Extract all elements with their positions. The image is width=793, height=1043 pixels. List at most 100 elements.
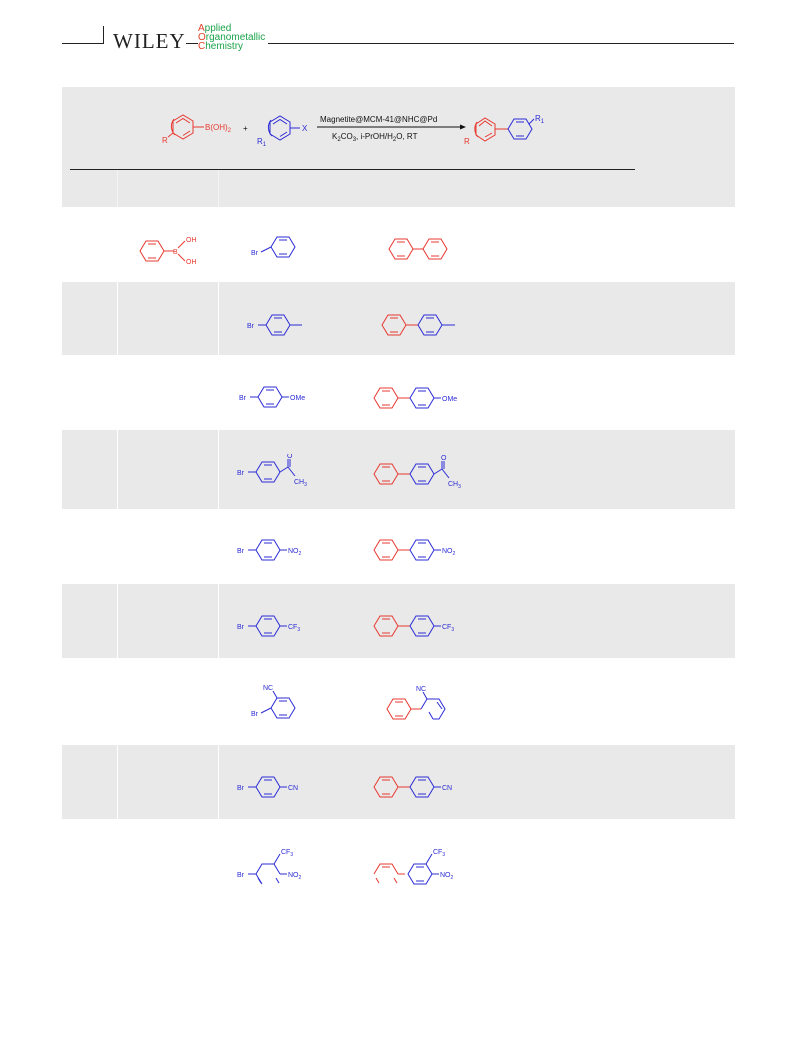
svg-text:CF3: CF3 — [288, 624, 300, 633]
4-methoxybiphenyl-structure: OMe — [373, 387, 457, 409]
4-bromoanisole-structure: Br OMe — [239, 386, 305, 408]
svg-text:CH3: CH3 — [448, 481, 461, 490]
plus-sign: + — [243, 124, 248, 133]
boronic-acid-cell: B OH OH — [118, 207, 218, 282]
table-row: B OH OH Br — [62, 207, 735, 282]
boronic-acid-cell — [118, 745, 218, 819]
table-row: Br CF3 NO2 CF3 NO2 — [62, 819, 735, 904]
products-cell: Br NC NC — [219, 658, 735, 745]
boronic-group-label: B(OH)2 — [205, 123, 232, 134]
2-bromobenzonitrile-structure: Br NC — [251, 685, 296, 719]
table-row: Br NO2 NO2 — [62, 509, 735, 584]
table-top-rule — [70, 169, 635, 170]
catalyst-label: Magnetite@MCM-41@NHC@Pd — [320, 115, 437, 124]
table-row: Br OMe OMe — [62, 355, 735, 430]
biphenyl-structure — [388, 238, 448, 260]
entry-cell — [62, 745, 117, 819]
svg-text:Br: Br — [237, 785, 245, 792]
product-r1-label: R1 — [535, 114, 545, 125]
entry-cell — [62, 355, 117, 430]
header-rule-right — [268, 43, 734, 44]
header-tick — [103, 26, 104, 44]
boronic-acid-cell — [118, 282, 218, 355]
svg-text:Br: Br — [239, 395, 247, 402]
svg-text:NO2: NO2 — [440, 872, 454, 881]
aryl-halide-ring — [267, 115, 300, 141]
4-bromonitrobenzene-structure: Br NO2 — [237, 539, 302, 561]
entry-cell — [62, 430, 117, 509]
products-cell: Br O CH3 O CH3 — [219, 430, 735, 509]
reaction-scheme-drawing: R B(OH)2 + R1 X Magnetite@MCM-41@NHC@Pd … — [162, 114, 545, 148]
table-row: Br — [62, 282, 735, 355]
svg-text:Br: Br — [237, 548, 245, 555]
svg-text:Br: Br — [237, 470, 245, 477]
entry-cell — [62, 584, 117, 658]
boronic-acid-ring — [167, 114, 204, 140]
products-cell: Br OMe OMe — [219, 355, 735, 430]
boronic-acid-cell — [118, 819, 218, 904]
table-row: Br NC NC — [62, 658, 735, 745]
4-bromo-2-trifluoromethylnitrobenzene-structure: Br CF3 NO2 — [237, 849, 302, 885]
4-bromobenzonitrile-structure: Br CN — [237, 776, 298, 798]
4-bromotoluene-structure: Br — [247, 314, 302, 336]
entry-cell — [62, 658, 117, 745]
table-row: Br O CH3 O CH3 — [62, 430, 735, 509]
product-ring-red — [474, 117, 508, 142]
2-cyanobiphenyl-structure: NC — [386, 686, 446, 720]
column-separator — [218, 170, 219, 207]
entry-cell — [62, 282, 117, 355]
reactant2-r1-label: R1 — [257, 137, 267, 148]
entry-cell — [62, 207, 117, 282]
svg-text:CH3: CH3 — [294, 479, 307, 488]
reactant1-r-label: R — [162, 136, 168, 145]
svg-text:Br: Br — [251, 711, 259, 718]
table-column-header-band — [62, 170, 735, 207]
products-cell: Br CN CN — [219, 745, 735, 819]
arrow-head — [460, 124, 466, 130]
svg-text:OMe: OMe — [442, 396, 457, 403]
svg-text:OH: OH — [186, 259, 197, 266]
boronic-acid-cell — [118, 584, 218, 658]
svg-text:NO2: NO2 — [442, 548, 456, 557]
header-rule-mid — [186, 43, 198, 44]
products-cell: Br CF3 CF3 — [219, 584, 735, 658]
svg-text:Br: Br — [237, 624, 245, 631]
product-ring-blue — [507, 118, 535, 140]
svg-text:CN: CN — [288, 785, 298, 792]
svg-text:NO2: NO2 — [288, 548, 302, 557]
4-methylbiphenyl-structure — [381, 314, 455, 336]
svg-text:CF3: CF3 — [442, 624, 454, 633]
svg-text:NC: NC — [416, 686, 426, 693]
svg-text:CF3: CF3 — [433, 849, 445, 858]
boronic-acid-cell — [118, 430, 218, 509]
phenylboronic-acid-structure: B OH OH — [139, 237, 197, 266]
svg-text:Br: Br — [251, 250, 259, 257]
boronic-acid-cell — [118, 509, 218, 584]
svg-text:O: O — [441, 455, 447, 462]
entry-cell — [62, 819, 117, 904]
4-cyanobiphenyl-structure: CN — [373, 776, 452, 798]
svg-text:B: B — [173, 249, 178, 256]
4-bromoacetophenone-structure: Br O CH3 — [237, 454, 307, 488]
halide-x-label: X — [302, 124, 308, 133]
products-cell: Br — [219, 282, 735, 355]
svg-text:O: O — [287, 454, 293, 460]
4-nitrobiphenyl-structure: NO2 — [373, 539, 456, 561]
svg-text:OH: OH — [186, 237, 197, 244]
2-trifluoromethyl-4-nitrobiphenyl-structure: CF3 NO2 — [373, 849, 454, 885]
svg-text:CF3: CF3 — [281, 849, 293, 858]
column-separator — [117, 170, 118, 207]
journal-header: WILEY Applied Organometallic Chemistry — [0, 0, 793, 60]
entry-cell — [62, 509, 117, 584]
4-trifluoromethylbiphenyl-structure: CF3 — [373, 615, 454, 637]
svg-text:NO2: NO2 — [288, 872, 302, 881]
products-cell: Br — [219, 207, 735, 282]
boronic-acid-cell — [118, 658, 218, 745]
svg-text:OMe: OMe — [290, 395, 305, 402]
journal-title: Applied Organometallic Chemistry — [198, 23, 266, 52]
svg-text:CN: CN — [442, 785, 452, 792]
products-cell: Br CF3 NO2 CF3 NO2 — [219, 819, 735, 904]
table-row: Br CF3 CF3 — [62, 584, 735, 658]
conditions-label: K2CO3, i-PrOH/H2O, RT — [332, 132, 418, 143]
svg-text:Br: Br — [247, 323, 255, 330]
